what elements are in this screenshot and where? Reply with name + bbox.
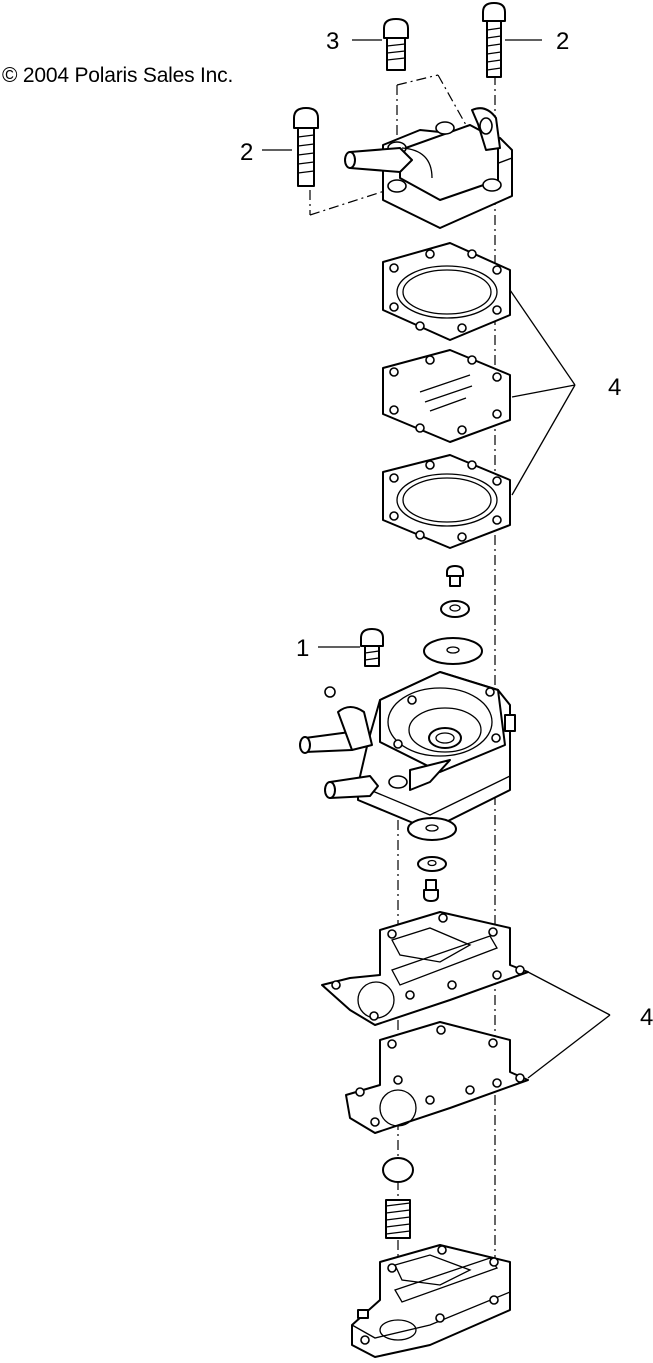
callout-1-body: 1 (296, 635, 309, 662)
diaphragm-plate (382, 349, 511, 443)
check-valve-upper (423, 565, 483, 665)
callout-4-upper: 4 (608, 374, 621, 401)
valve-cap-and-spring (382, 1157, 414, 1239)
screw-body (360, 628, 384, 667)
leader-lines (262, 39, 611, 1079)
callout-4-lower: 4 (640, 1004, 653, 1031)
pump-top-cover (344, 107, 513, 229)
pump-body (299, 671, 516, 831)
callout-labels: 3 2 2 4 1 4 (240, 28, 653, 1031)
gasket-lower-a (321, 911, 529, 1026)
check-valve-lower (407, 817, 457, 902)
screw-top-left (383, 18, 409, 71)
gasket-upper-ring (382, 242, 511, 341)
pump-base-cover (351, 1244, 511, 1358)
screw-top-right (482, 2, 506, 78)
callout-3-top-left: 3 (326, 28, 339, 55)
gasket-lower-b (345, 1021, 529, 1134)
copyright-notice: © 2004 Polaris Sales Inc. (2, 64, 234, 87)
screw-left (293, 107, 319, 187)
gasket-middle-ring (382, 454, 511, 549)
callout-2-left: 2 (240, 139, 253, 166)
callout-2-top-right: 2 (556, 28, 569, 55)
